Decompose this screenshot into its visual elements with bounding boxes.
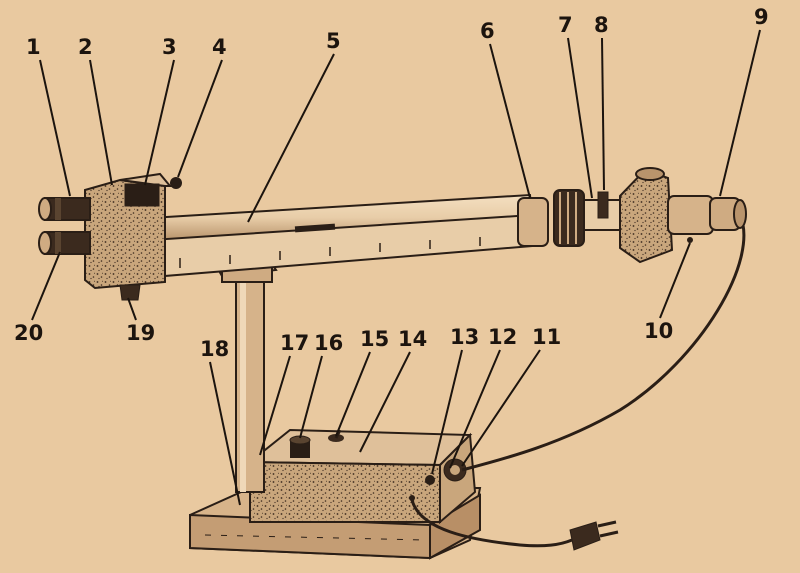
callout-11: 11 [532,325,561,349]
main-tube [133,193,547,280]
callout-5: 5 [326,29,341,53]
callout-numbers: 1 2 3 4 5 6 7 8 9 10 11 12 13 14 15 16 1… [14,5,769,361]
callout-17: 17 [280,331,309,355]
scale-window [124,183,160,207]
tube-collar [517,197,549,247]
lower-eyepiece [38,231,91,255]
callout-10: 10 [644,319,673,343]
cable-connector [443,458,467,482]
callout-20: 20 [14,321,43,345]
lower-clamp-knob [119,284,141,301]
callout-6: 6 [480,19,495,43]
ribbed-ring [553,189,585,247]
callout-15: 15 [360,327,389,351]
leader-lines [31,29,761,506]
power-cable [410,499,573,548]
callout-12: 12 [488,325,517,349]
callout-9: 9 [754,5,769,29]
socket-front [409,495,415,501]
control-knob [289,435,311,458]
detector-pin [687,237,693,243]
callout-7: 7 [558,13,573,37]
socket-13 [425,475,435,485]
callout-13: 13 [450,325,479,349]
left-head-block [84,172,173,290]
toggle-switch [328,429,344,442]
callout-8: 8 [594,13,609,37]
upper-eyepiece [38,197,91,221]
callout-4: 4 [212,35,227,59]
callout-16: 16 [314,331,343,355]
detector-housing [619,167,674,264]
signal-cable [461,214,746,472]
callout-1: 1 [26,35,41,59]
callout-3: 3 [162,35,177,59]
callout-18: 18 [200,337,229,361]
control-box [247,428,477,525]
callout-2: 2 [78,35,93,59]
detector-head [667,195,747,235]
power-plug [569,520,619,551]
callout-14: 14 [398,327,427,351]
adjustment-screw [170,177,182,189]
callout-19: 19 [126,321,155,345]
small-clamp [597,191,609,219]
